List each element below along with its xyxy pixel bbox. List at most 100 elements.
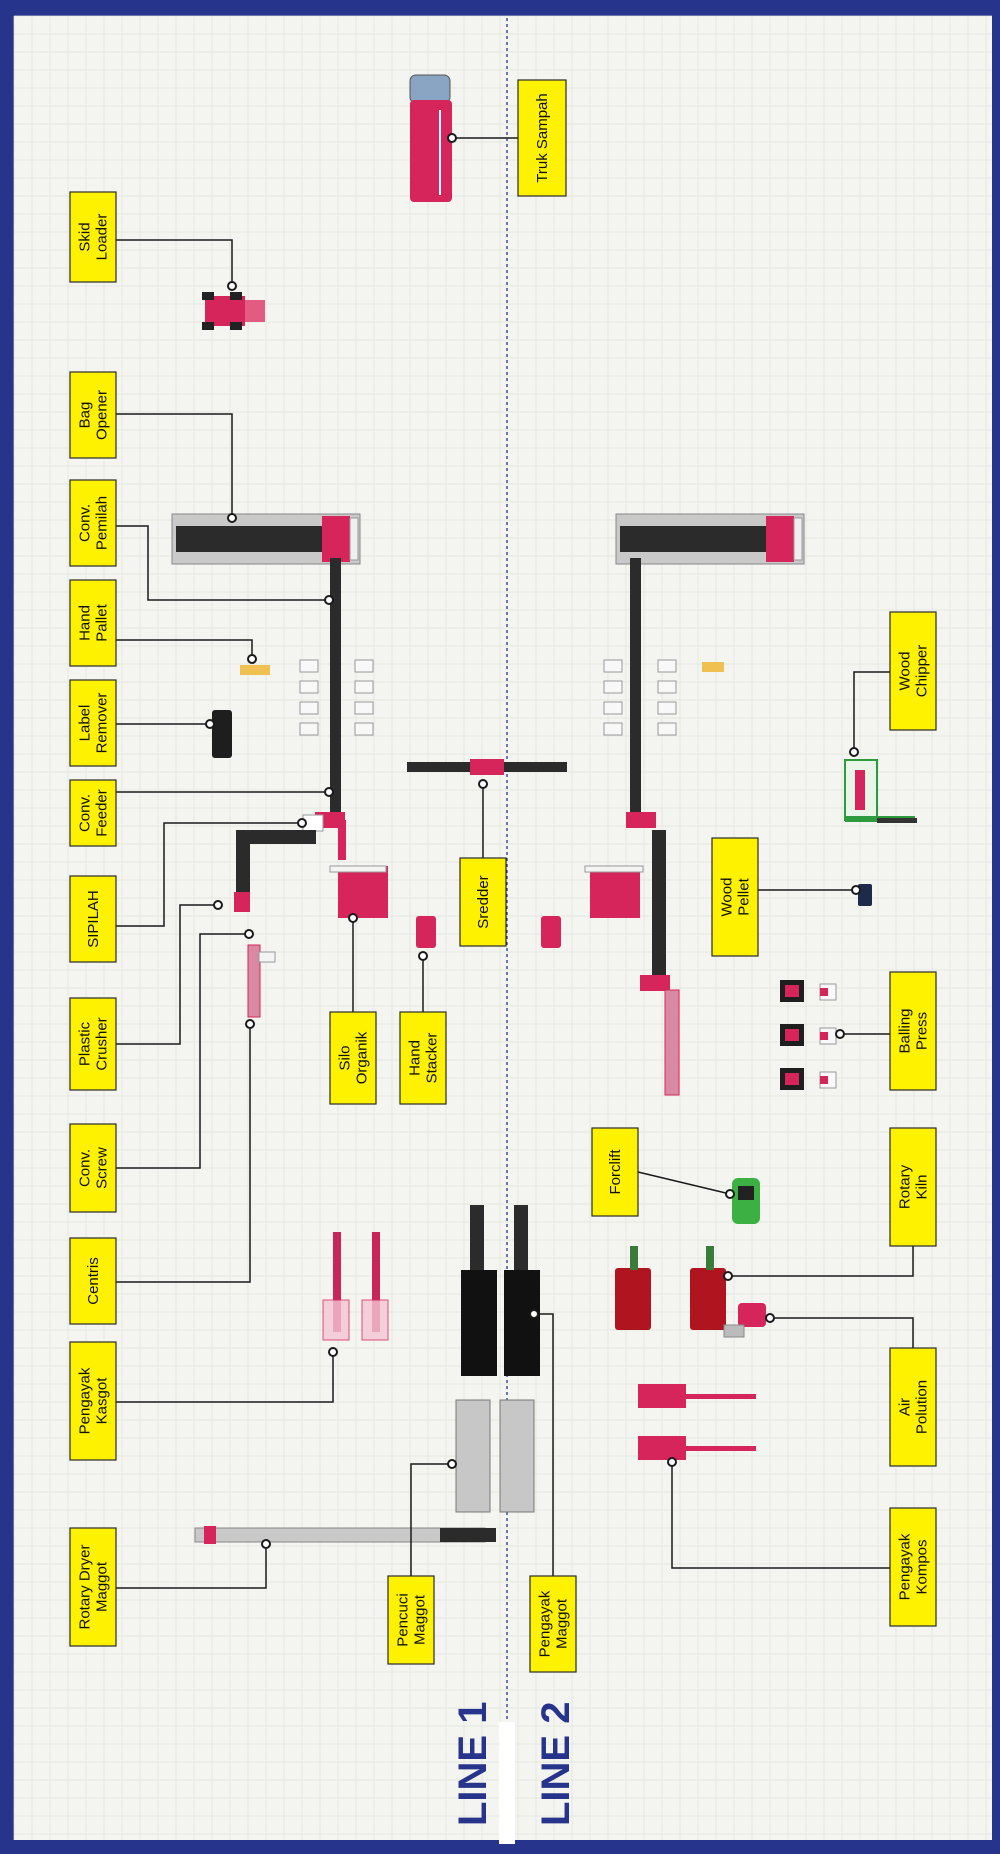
label-pengayak-kompos-leader	[671, 1462, 890, 1569]
pengayak-kompos-2	[638, 1436, 686, 1460]
label-hand-stacker-box	[399, 1011, 447, 1105]
label-pengayak-kasgot: PengayakKasgot	[69, 1341, 338, 1461]
hand-pallet-line2	[702, 662, 724, 672]
label-pengayak-kompos-dot	[667, 1457, 677, 1467]
screw-line2	[664, 989, 680, 1096]
label-skid-loader-dot	[227, 281, 237, 291]
tank-1-top	[470, 1205, 484, 1275]
label-pencuci-maggot-text: PencuciMaggot	[395, 1593, 429, 1646]
label-skid-loader: SkidLoader	[69, 191, 237, 291]
label-conv-pemilah-text: Conv.Pemilah	[77, 496, 111, 550]
label-air-polution: AirPolution	[765, 1313, 937, 1467]
label-wood-pellet-dot	[851, 885, 861, 895]
silo-top	[329, 865, 387, 873]
label-pengayak-kompos-text: PengayakKompos	[897, 1533, 931, 1600]
label-wood-pellet: WoodPellet	[711, 837, 861, 957]
label-air-polution-box	[889, 1347, 937, 1467]
tank-2-top	[514, 1205, 528, 1275]
label-skid-loader-text: SkidLoader	[77, 214, 111, 261]
label-conv-feeder: Conv.Feeder	[69, 779, 334, 847]
conv-line2	[652, 830, 666, 980]
label-wood-chipper-box	[889, 611, 937, 731]
label-wood-pellet-text: WoodPellet	[719, 877, 753, 916]
label-pencuci-maggot: PencuciMaggot	[387, 1459, 457, 1665]
label-sredder-box	[459, 857, 507, 947]
forclift-icon	[732, 1178, 760, 1224]
silo-organik-line2	[590, 866, 640, 918]
air-polution-icon	[738, 1303, 766, 1327]
label-label-remover-text: LabelRemover	[77, 693, 111, 754]
label-conv-pemilah-leader	[116, 525, 329, 601]
label-air-polution-leader	[770, 1317, 914, 1348]
rotary-dryer-outlet	[440, 1528, 496, 1542]
label-bag-opener-box	[69, 371, 117, 459]
label-forclift-dot	[725, 1189, 735, 1199]
label-balling-press: BallingPress	[835, 971, 937, 1091]
label-truk-sampah-text: Truk Sampah	[534, 93, 551, 182]
label-sipilah-leader	[116, 822, 302, 927]
label-conv-feeder-dot	[324, 787, 334, 797]
silo2-top	[584, 865, 644, 873]
bag-opener-line2	[615, 513, 805, 565]
label-pencuci-maggot-leader	[410, 1463, 452, 1576]
label-pengayak-maggot-leader	[534, 1313, 554, 1576]
label-pengayak-kasgot-box	[69, 1341, 117, 1461]
label-bag-opener: BagOpener	[69, 371, 237, 523]
label-conv-screw-box	[69, 1123, 117, 1213]
label-conv-feeder-text: Conv.Feeder	[77, 789, 111, 837]
label-centris-dot	[245, 1019, 255, 1029]
label-rotary-kiln-dot	[723, 1271, 733, 1281]
label-hand-pallet-text: HandPallet	[77, 603, 111, 641]
label-centris-text: Centris	[85, 1257, 102, 1305]
label-forclift-leader	[637, 1171, 731, 1195]
label-hand-stacker-text: HandStacker	[407, 1033, 441, 1084]
crusher-line2	[640, 975, 670, 991]
kasgot-2-pole	[372, 1232, 380, 1332]
label-skid-loader-box	[69, 191, 117, 283]
pengayak-kompos-1	[638, 1384, 686, 1408]
label-pencuci-maggot-box	[387, 1575, 435, 1665]
label-centris-leader	[116, 1024, 251, 1283]
label-rotary-kiln-box	[889, 1127, 937, 1247]
label-sredder-dot	[478, 779, 488, 789]
label-rotary-dryer-maggot-leader	[116, 1544, 267, 1589]
label-plastic-crusher: PlasticCrusher	[69, 900, 223, 1091]
label-pengayak-maggot-dot	[529, 1309, 539, 1319]
wood-chipper-icon	[844, 759, 917, 823]
label-conv-screw-text: Conv.Screw	[77, 1147, 111, 1189]
label-sipilah-box	[69, 875, 117, 963]
label-rotary-dryer-maggot-text: Rotary DryerMaggot	[77, 1544, 111, 1629]
silo-organik-line1	[338, 866, 388, 918]
label-bag-opener-leader	[116, 413, 233, 518]
label-conv-pemilah: Conv.Pemilah	[69, 479, 334, 605]
label-plastic-crusher-box	[69, 997, 117, 1091]
label-skid-loader-leader	[116, 239, 233, 286]
conv-feeder-line2	[630, 558, 641, 818]
label-pengayak-maggot: PengayakMaggot	[529, 1309, 577, 1673]
label-label-remover-box	[69, 679, 117, 767]
label-forclift-box	[591, 1127, 639, 1217]
label-pengayak-kasgot-dot	[328, 1347, 338, 1357]
label-pengayak-kasgot-text: PengayakKasgot	[77, 1367, 111, 1434]
label-pengayak-kompos: PengayakKompos	[667, 1457, 937, 1627]
kasgot-1-box	[322, 1299, 350, 1341]
label-sipilah-text: SIPILAH	[85, 890, 102, 948]
label-rotary-kiln-leader	[728, 1246, 914, 1277]
label-balling-press-text: BallingPress	[897, 1008, 931, 1053]
label-label-remover-dot	[205, 719, 215, 729]
label-silo-organik-box	[329, 1011, 377, 1105]
tank-1	[461, 1270, 497, 1376]
label-plastic-crusher-leader	[116, 904, 218, 1045]
pengayak-kompos-2-arm	[686, 1446, 756, 1451]
label-pengayak-maggot-box	[529, 1575, 577, 1673]
label-conv-screw-leader	[116, 933, 249, 1169]
label-hand-pallet-box	[69, 579, 117, 667]
bag-opener-line1	[171, 513, 361, 565]
label-conv-feeder-box	[69, 779, 117, 847]
label-balling-press-box	[889, 971, 937, 1091]
pallets	[299, 659, 677, 736]
balling-press-2	[780, 1024, 837, 1046]
pengayak-kompos-1-arm	[686, 1394, 756, 1399]
label-conv-pemilah-box	[69, 479, 117, 567]
